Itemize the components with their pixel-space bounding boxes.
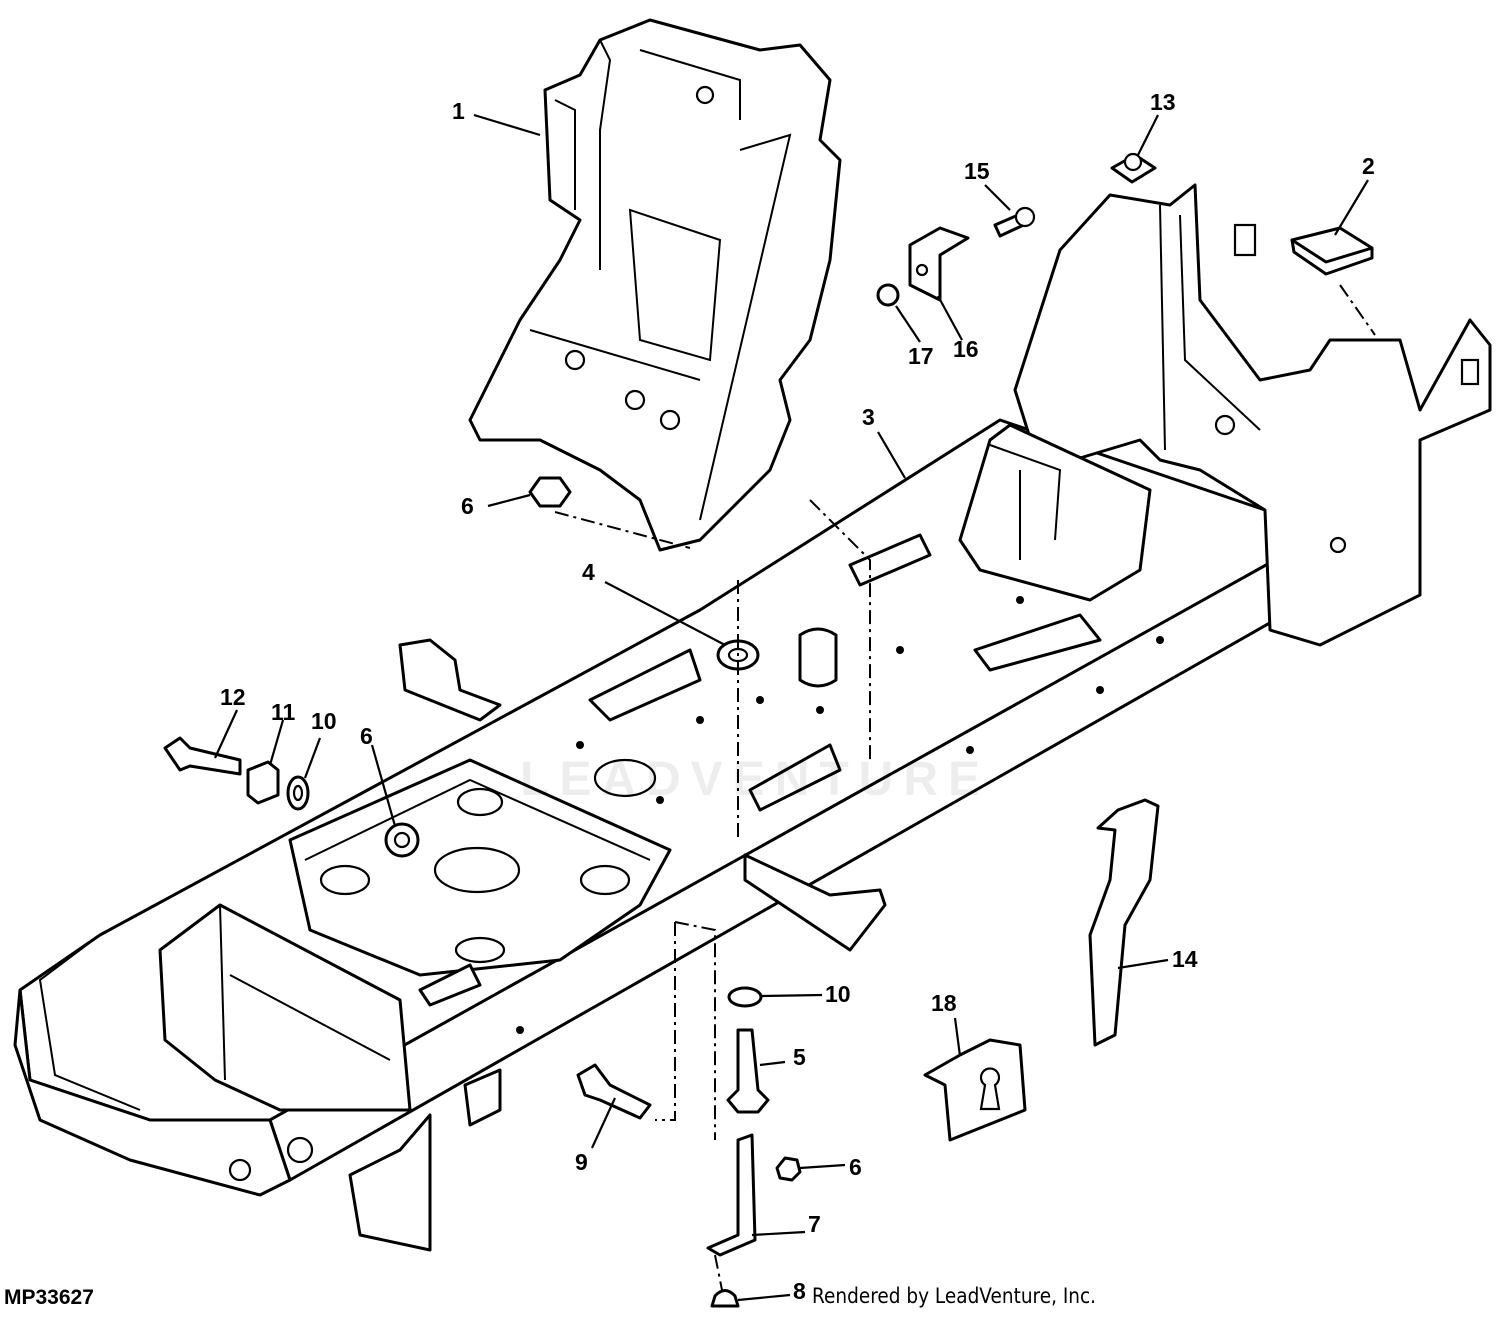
callout-6-lower: 6 (849, 1154, 862, 1180)
screw-8 (710, 1289, 740, 1308)
callout-6-upper: 6 (461, 493, 474, 519)
callout-10-left: 10 (311, 708, 337, 734)
dash-frame (468, 18, 842, 552)
callout-3: 3 (862, 404, 875, 430)
shoulder-bolt (726, 1028, 770, 1114)
figure-id: MP33627 (4, 1286, 94, 1309)
side-bracket (1088, 798, 1160, 1047)
render-credit: Rendered by LeadVenture, Inc. (812, 1284, 1097, 1308)
strap (706, 1133, 757, 1257)
callout-8: 8 (793, 1278, 806, 1304)
leader-lines (214, 113, 1369, 1302)
watermark: LEADVENTURE (520, 753, 991, 806)
callout-12: 12 (220, 684, 246, 710)
flange-nut-lower (775, 1156, 802, 1182)
callout-16: 16 (953, 336, 979, 362)
bolt-9 (576, 1063, 652, 1120)
washer-lower (727, 986, 763, 1008)
bolt-12 (163, 736, 242, 776)
callout-11: 11 (271, 699, 296, 725)
callout-6-plate: 6 (360, 723, 373, 749)
mounting-bracket (908, 226, 970, 302)
callout-1: 1 (452, 98, 465, 124)
flange-nut-upper (528, 476, 572, 508)
callout-18: 18 (931, 990, 957, 1016)
callout-14: 14 (1172, 946, 1198, 972)
pad (1290, 226, 1374, 276)
callout-17: 17 (908, 343, 934, 369)
nut (876, 283, 900, 307)
keyhole-clip (923, 1038, 1027, 1142)
main-frame (13, 183, 1492, 1252)
callout-9: 9 (575, 1149, 588, 1175)
callout-4: 4 (582, 559, 595, 585)
square-nut (246, 760, 280, 805)
callout-10-lower: 10 (825, 981, 851, 1007)
callout-15: 15 (964, 158, 990, 184)
callout-7: 7 (808, 1211, 821, 1237)
callout-5: 5 (793, 1044, 806, 1070)
callout-2: 2 (1362, 153, 1375, 179)
callout-13: 13 (1150, 89, 1176, 115)
